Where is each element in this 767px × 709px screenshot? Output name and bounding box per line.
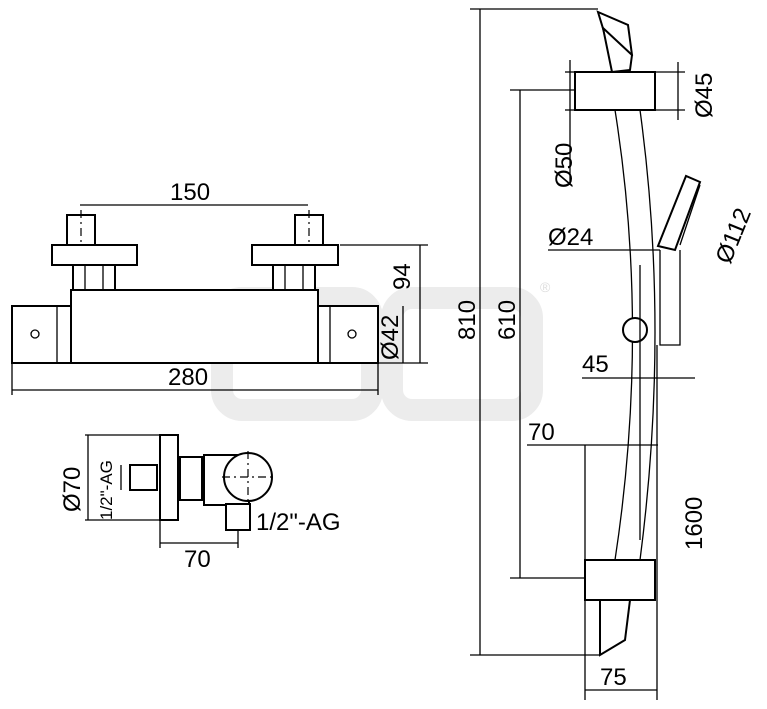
dim-bracket-depth: 75 [600,664,627,691]
dim-top-diameter: Ø45 [691,73,718,118]
dim-outlet-thread: 1/2"-AG [256,509,341,536]
dim-rail-wall-offset: 70 [528,419,555,446]
mixer-front-view: 150 94 Ø42 280 [11,179,428,395]
shower-rail-view: 810 610 Ø45 Ø50 Ø24 Ø112 45 70 1600 75 [454,8,757,700]
dim-inlet-thread: 1/2"-AG [97,460,116,520]
registered-mark: ® [540,279,551,295]
dim-mount-spacing: 610 [494,300,521,340]
dim-rail-length: 810 [454,300,481,340]
dim-flange-diameter: Ø70 [59,467,86,512]
dim-rail-diameter: Ø24 [548,224,593,251]
dim-wall-offset: 70 [184,546,211,573]
dim-height: 94 [389,263,416,290]
dim-handshower-diameter: Ø112 [711,204,757,267]
dim-body-length: 280 [168,364,208,391]
mixer-side-view: Ø70 1/2"-AG 1/2"-AG 70 [59,434,341,573]
dim-bracket-diameter: Ø50 [551,143,578,188]
dim-slider-offset: 45 [582,351,609,378]
dim-inlet-spacing: 150 [170,179,210,206]
dim-hose-length: 1600 [681,497,708,550]
dim-body-diameter: Ø42 [377,315,404,360]
